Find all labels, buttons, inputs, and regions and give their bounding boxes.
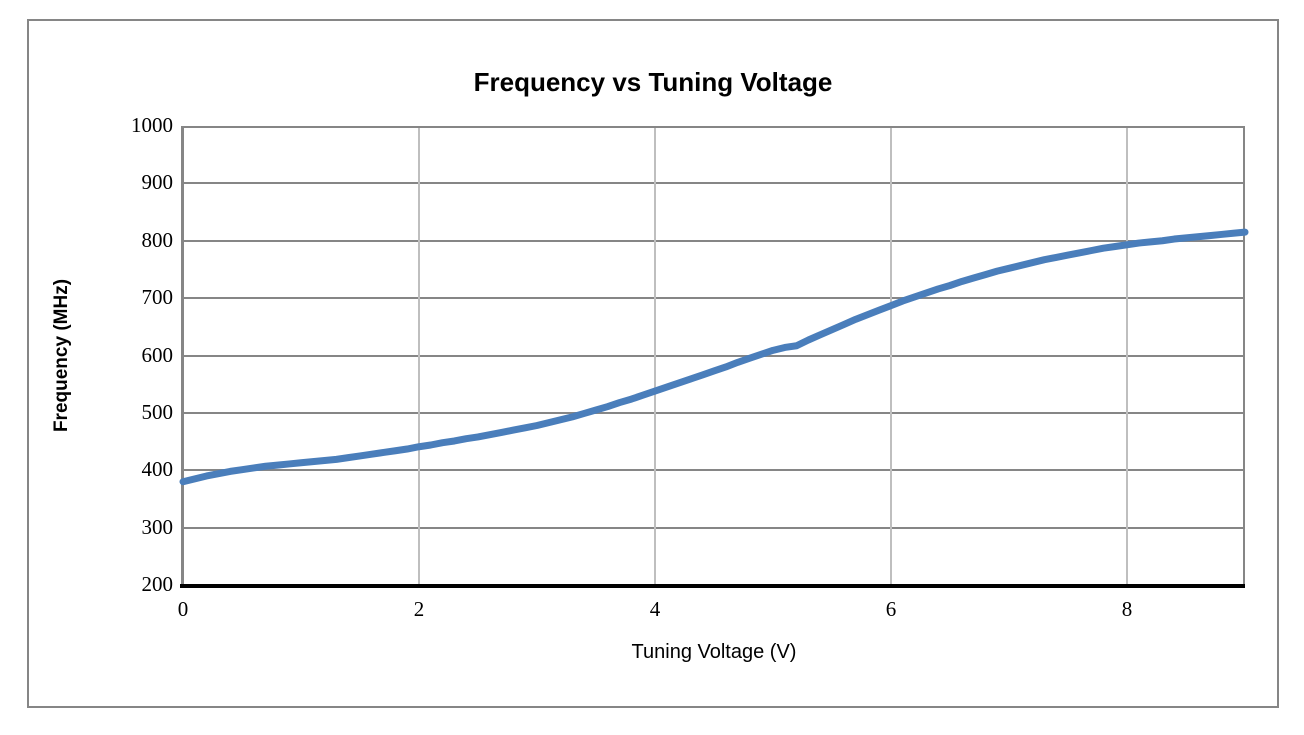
y-tick-label-700: 700 bbox=[141, 285, 174, 310]
gridline-x-6 bbox=[890, 126, 892, 585]
x-tick-label-0: 0 bbox=[177, 597, 189, 621]
plot-right-border bbox=[1243, 126, 1245, 585]
gridline-y-400 bbox=[183, 469, 1245, 472]
y-tick-label-900: 900 bbox=[141, 170, 174, 195]
chart-container: Frequency vs Tuning Voltage 200 300 400 500… bbox=[27, 19, 1279, 708]
x-tick-label-2: 2 bbox=[413, 597, 425, 621]
y-axis-line bbox=[181, 126, 184, 585]
y-tick-label-300: 300 bbox=[141, 514, 174, 539]
series-line-frequency bbox=[183, 126, 1245, 585]
plot-area bbox=[180, 126, 1245, 588]
plot-top-border bbox=[183, 126, 1245, 128]
x-tick-label-8: 8 bbox=[1121, 597, 1133, 621]
y-axis-tick-labels: 200 300 400 500 600 700 800 900 1000 bbox=[103, 115, 174, 595]
x-axis-tick-labels: 0 2 4 6 8 bbox=[178, 597, 1245, 629]
x-axis-title: Tuning Voltage (V) bbox=[631, 641, 797, 663]
gridline-y-300 bbox=[183, 526, 1245, 529]
y-tick-label-200: 200 bbox=[141, 572, 174, 596]
gridline-x-4 bbox=[654, 126, 656, 585]
x-axis-line bbox=[180, 584, 1245, 588]
chart-title: Frequency vs Tuning Voltage bbox=[473, 67, 833, 97]
y-tick-label-400: 400 bbox=[141, 457, 174, 482]
gridline-y-900 bbox=[183, 182, 1245, 185]
y-tick-label-600: 600 bbox=[141, 342, 174, 367]
y-tick-label-1000: 1000 bbox=[131, 113, 173, 137]
y-tick-label-800: 800 bbox=[141, 227, 174, 252]
gridline-x-2 bbox=[418, 126, 420, 585]
y-tick-label-500: 500 bbox=[141, 399, 174, 424]
x-tick-label-6: 6 bbox=[885, 597, 897, 621]
gridline-y-800 bbox=[183, 239, 1245, 242]
gridline-x-8 bbox=[1126, 126, 1128, 585]
gridline-y-500 bbox=[183, 411, 1245, 414]
gridline-y-600 bbox=[183, 354, 1245, 357]
gridline-y-700 bbox=[183, 297, 1245, 300]
y-axis-title: Frequency (MHz) bbox=[51, 278, 72, 433]
x-tick-label-4: 4 bbox=[649, 597, 661, 621]
